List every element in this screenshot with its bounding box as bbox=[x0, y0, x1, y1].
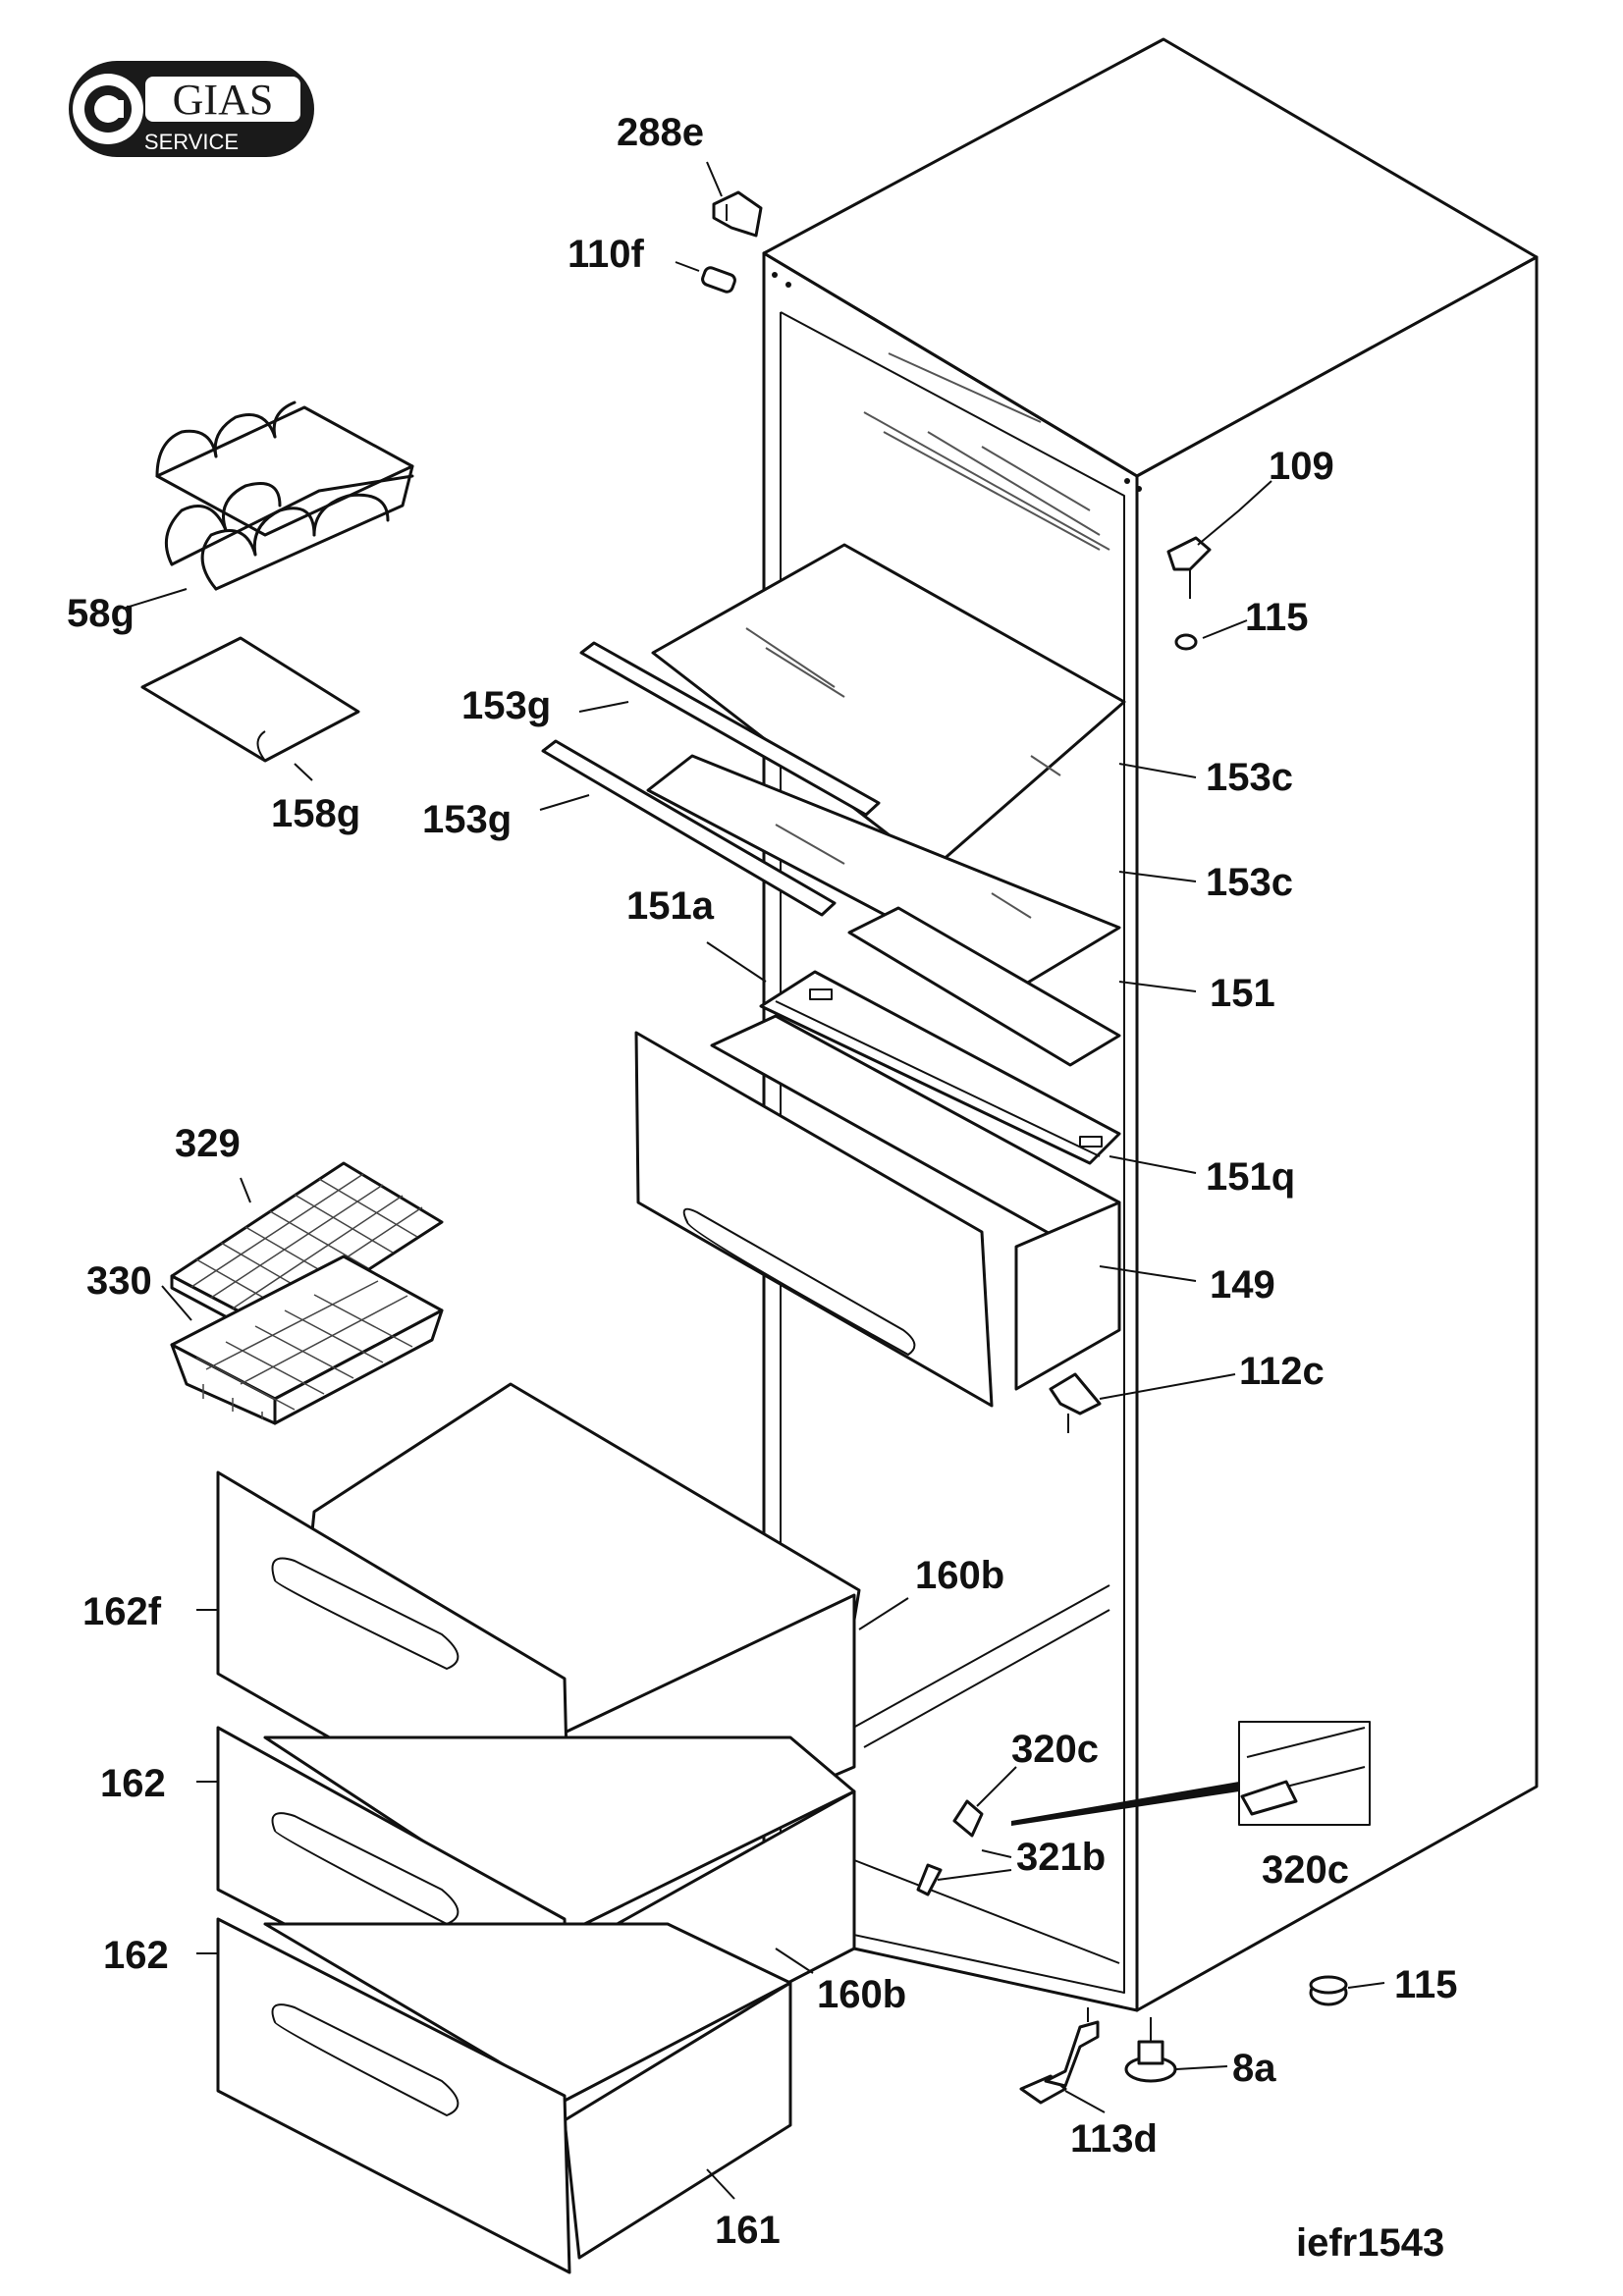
label-329: 329 bbox=[175, 1122, 241, 1165]
leader-lines bbox=[122, 161, 1385, 2200]
hinge-bracket-113d bbox=[1019, 2007, 1100, 2105]
drawing-code: iefr1543 bbox=[1296, 2221, 1444, 2265]
label-115-top: 115 bbox=[1245, 596, 1309, 639]
label-115-bottom: 115 bbox=[1394, 1963, 1458, 2006]
washer-115-bottom bbox=[1309, 1975, 1348, 2006]
label-153g-lower: 153g bbox=[422, 798, 512, 841]
label-153g-upper: 153g bbox=[461, 684, 551, 727]
shelf-trim-strip-upper bbox=[579, 641, 881, 817]
ice-tray-330 bbox=[170, 1255, 444, 1425]
logo-brand-text: GIAS bbox=[173, 76, 274, 124]
label-288e: 288e bbox=[617, 111, 704, 154]
label-330: 330 bbox=[86, 1259, 152, 1303]
washer-115-top bbox=[1174, 633, 1198, 651]
label-151: 151 bbox=[1210, 972, 1275, 1015]
cabinet-body bbox=[762, 37, 1539, 2012]
label-160b-lower: 160b bbox=[817, 1973, 906, 2016]
part-320c bbox=[952, 1799, 984, 1838]
label-161: 161 bbox=[715, 2209, 781, 2252]
shelf-trim-strip-lower bbox=[541, 739, 837, 917]
adjustable-foot-8a bbox=[1124, 2017, 1177, 2083]
detail-inset-320c bbox=[1011, 1721, 1371, 1826]
label-151a: 151a bbox=[626, 884, 715, 928]
label-160b-upper: 160b bbox=[915, 1554, 1004, 1597]
label-162-middle: 162 bbox=[100, 1762, 166, 1805]
label-110f: 110f bbox=[568, 233, 645, 276]
wine-rack-58g bbox=[155, 400, 414, 591]
label-320c-main: 320c bbox=[1011, 1728, 1099, 1771]
label-153c-upper: 153c bbox=[1206, 756, 1293, 799]
part-321b bbox=[916, 1863, 943, 1896]
label-162-bottom: 162 bbox=[103, 1934, 169, 1977]
hinge-part-112c bbox=[1049, 1372, 1102, 1433]
cap-part-110f bbox=[701, 266, 736, 294]
cover-strip-158g bbox=[140, 636, 360, 763]
label-162f: 162f bbox=[82, 1590, 162, 1633]
label-58g: 58g bbox=[67, 592, 135, 635]
label-320c-inset: 320c bbox=[1262, 1848, 1349, 1892]
label-158g: 158g bbox=[271, 792, 360, 835]
drawer-162-bottom bbox=[216, 1917, 792, 2274]
label-153c-lower: 153c bbox=[1206, 861, 1293, 904]
label-113d: 113d bbox=[1070, 2117, 1158, 2161]
logo-sub-text: SERVICE bbox=[144, 130, 239, 154]
label-109: 109 bbox=[1269, 445, 1334, 488]
drawer-149 bbox=[634, 1014, 1121, 1408]
label-151q: 151q bbox=[1206, 1155, 1295, 1199]
label-8a: 8a bbox=[1232, 2047, 1276, 2090]
hinge-part-288e bbox=[712, 190, 763, 238]
shelf-frame-151a bbox=[759, 970, 1121, 1165]
label-149: 149 bbox=[1210, 1263, 1275, 1307]
label-112c: 112c bbox=[1239, 1350, 1325, 1393]
glass-shelf-third bbox=[847, 906, 1121, 1067]
part-labels: 288e 110f 109 115 58g 158g 153g 153g 153… bbox=[67, 111, 1458, 2265]
hinge-part-109 bbox=[1166, 536, 1212, 599]
label-321b: 321b bbox=[1016, 1836, 1106, 1879]
gias-service-logo: GIAS SERVICE bbox=[69, 61, 314, 157]
